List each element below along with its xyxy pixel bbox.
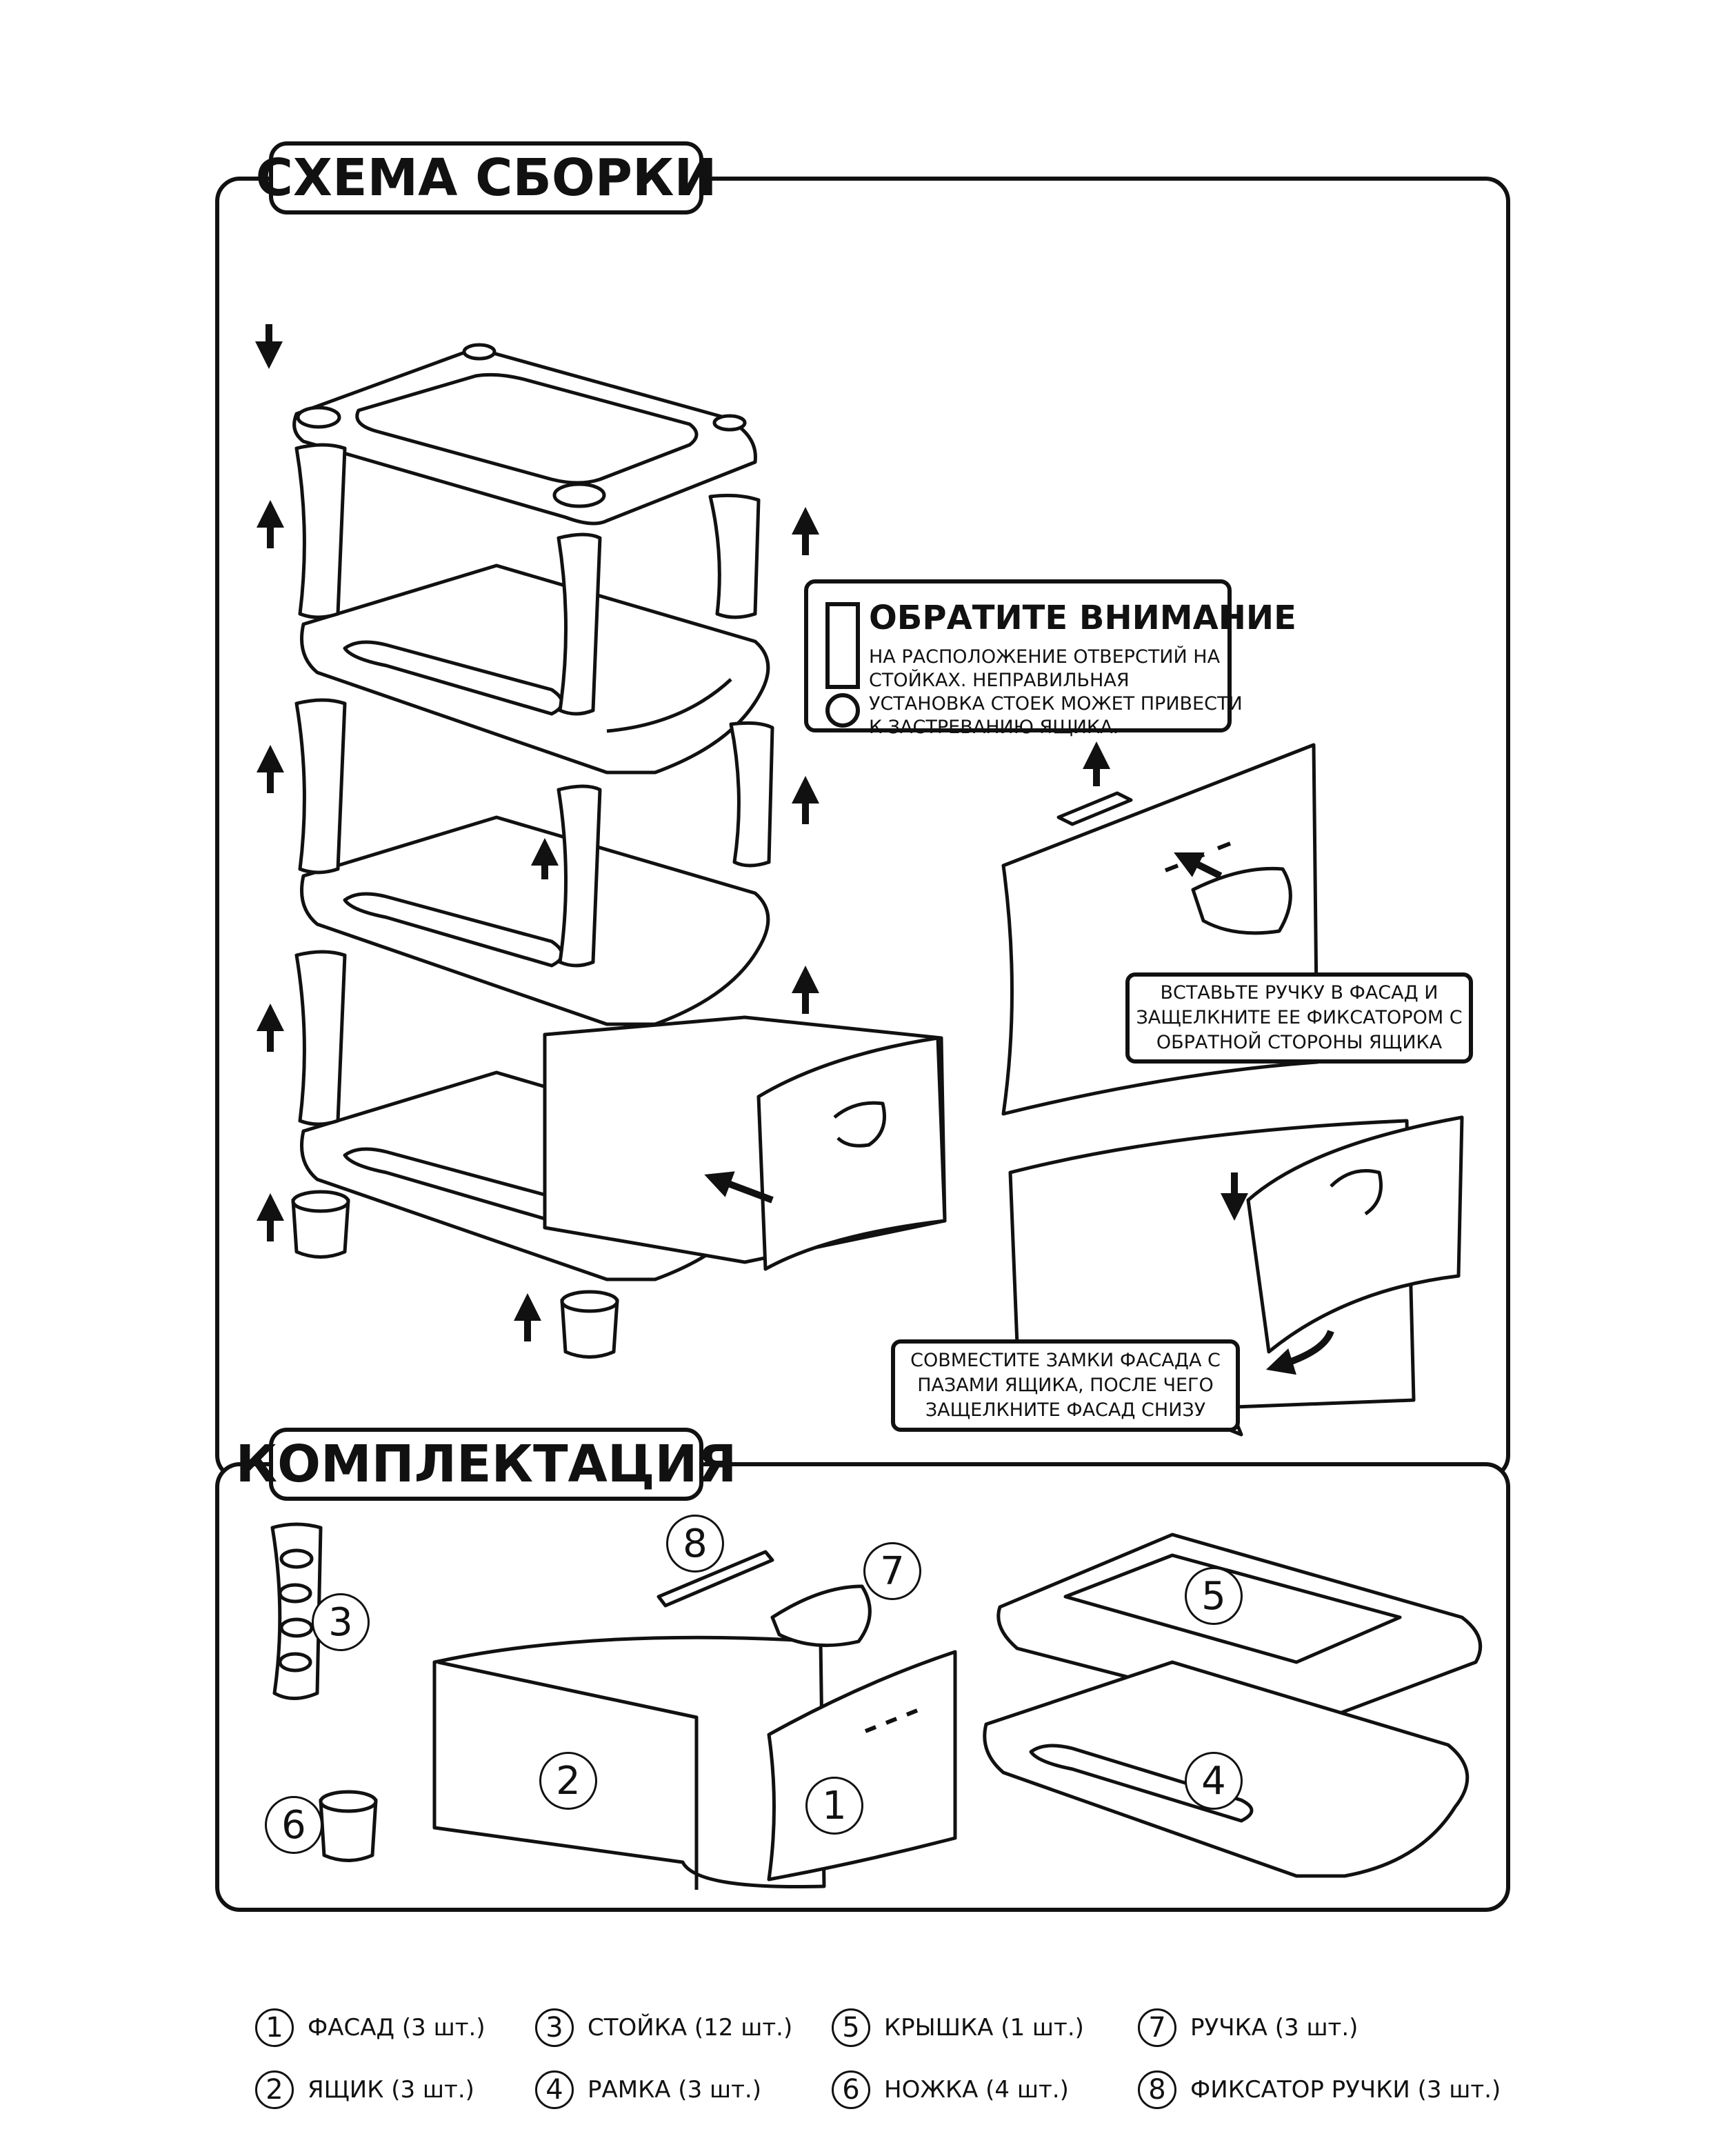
assembly-section-title: СХЕМА СБОРКИ bbox=[256, 141, 716, 214]
part-number-7: 7 bbox=[863, 1542, 921, 1600]
curved-arrow-icon bbox=[1265, 1330, 1334, 1375]
part-number-2: 2 bbox=[539, 1752, 597, 1810]
part-number-6: 6 bbox=[265, 1796, 323, 1854]
exclamation-icon bbox=[825, 602, 860, 728]
front-instruction: СОВМЕСТИТЕ ЗАМКИ ФАСАДА С ПАЗАМИ ЯЩИКА, … bbox=[891, 1339, 1240, 1432]
part-number-3: 3 bbox=[312, 1593, 370, 1651]
insert-arrow-icon bbox=[704, 1171, 774, 1204]
handle-instruction: ВСТАВЬТЕ РУЧКУ В ФАСАД И ЗАЩЕЛКНИТЕ ЕЕ Ф… bbox=[1125, 972, 1473, 1064]
part-number-4: 4 bbox=[1185, 1752, 1243, 1810]
contents-fixer bbox=[656, 1550, 774, 1608]
attention-box: ОБРАТИТЕ ВНИМАНИЕ НА РАСПОЛОЖЕНИЕ ОТВЕРС… bbox=[804, 579, 1296, 738]
post bbox=[294, 443, 347, 619]
attention-title: ОБРАТИТЕ ВНИМАНИЕ bbox=[869, 599, 1296, 637]
part-number-8: 8 bbox=[666, 1515, 724, 1573]
contents-handle bbox=[770, 1584, 872, 1648]
contents-section-title: КОМПЛЕКТАЦИЯ bbox=[236, 1428, 736, 1501]
contents-drawer bbox=[432, 1635, 826, 1889]
part-number-1: 1 bbox=[805, 1777, 863, 1835]
part-number-5: 5 bbox=[1185, 1567, 1243, 1625]
frame-level-1 bbox=[300, 563, 770, 775]
frame-level-2 bbox=[300, 815, 770, 1026]
attention-text: НА РАСПОЛОЖЕНИЕ ОТВЕРСТИЙ НА СТОЙКАХ. НЕ… bbox=[869, 646, 1243, 738]
